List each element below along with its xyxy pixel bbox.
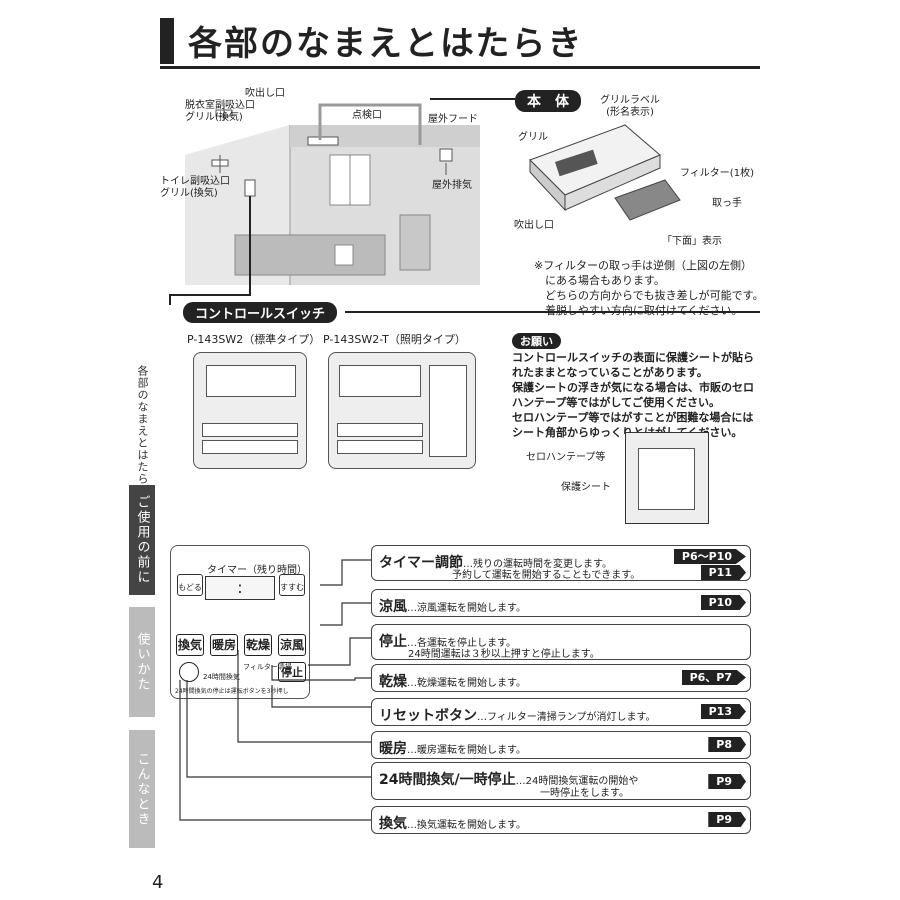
row-kanki-title: 換気	[379, 816, 407, 832]
modoru-button[interactable]: もどる	[177, 574, 203, 596]
title-bar-mark	[160, 18, 174, 64]
timer-display: :	[205, 576, 275, 600]
tab-before-use[interactable]: ご使用の前に	[129, 485, 155, 595]
label-handle: 取っ手	[712, 198, 742, 209]
row-reset: リセットボタン…フィルター清掃ランプが消灯します。 P13	[371, 698, 751, 726]
row-reset-title: リセットボタン	[379, 708, 477, 724]
control-panel: タイマー（残り時間） : もどる すすむ 換気 暖房 乾燥 涼風 停止 24時間…	[170, 545, 310, 699]
row-reset-desc: …フィルター清掃ランプが消灯します。	[477, 712, 656, 723]
label-grille: グリル	[518, 132, 548, 143]
row-kanso-desc: …乾燥運転を開始します。	[407, 678, 526, 689]
row-kanso-title: 乾燥	[379, 674, 407, 690]
row-reset-ref[interactable]: P13	[700, 704, 746, 719]
row-teishi-title: 停止	[379, 634, 407, 650]
row-teishi-desc2: 24時間運転は３秒以上押すと停止します。	[408, 649, 600, 660]
label-okugai-haiki: 屋外排気	[432, 180, 472, 191]
onegai-pill: お願い	[512, 333, 561, 349]
label-kamen: 「下面」表示	[662, 236, 722, 247]
label-body-fukidashi: 吹出し口	[514, 220, 554, 231]
side-label: 各部のなまえとはたらき	[136, 365, 149, 497]
row-teishi-desc: …各運転を停止します。	[407, 638, 516, 649]
row-kanki: 換気…換気運転を開始します。 P9	[371, 806, 751, 834]
control-switch-pill: コントロールスイッチ	[183, 302, 338, 323]
kanki-24-button[interactable]	[179, 662, 199, 682]
row-danbo-ref[interactable]: P8	[708, 737, 746, 752]
row-24h-desc2: 一時停止をします。	[540, 788, 629, 799]
row-ryofu-title: 涼風	[379, 599, 407, 615]
row-ryofu: 涼風…涼風運転を開始します。 P10	[371, 589, 751, 617]
body-unit-leader	[430, 98, 516, 100]
row-kanki-ref[interactable]: P9	[708, 812, 746, 827]
ryofu-button[interactable]: 涼風	[278, 634, 306, 656]
row-teishi: 停止…各運転を停止します。 24時間運転は３秒以上押すと停止します。	[371, 624, 751, 660]
label-tenken: 点検口	[352, 110, 382, 121]
label-filter: フィルター(1枚)	[680, 168, 754, 179]
row-24h: 24時間換気/一時停止…24時間換気運転の開始や 一時停止をします。 P9	[371, 762, 751, 800]
danbo-button[interactable]: 暖房	[210, 634, 238, 656]
model-lighting: P-143SW2-T（照明タイプ）	[323, 333, 466, 346]
row-timer-desc2: 予約して運転を開始することもできます。	[452, 570, 641, 581]
row-danbo-desc: …暖房運転を開始します。	[407, 745, 526, 756]
body-unit-pill: 本 体	[515, 90, 581, 112]
row-24h-desc: …24時間換気運転の開始や	[515, 776, 639, 787]
row-kanso-ref[interactable]: P6、P7	[681, 670, 746, 685]
label-tape: セロハンテープ等	[526, 452, 606, 463]
panel-lighting-thumb	[328, 352, 476, 469]
panel-footer: 24時間換気の停止は運転ボタンを3秒押し	[175, 688, 289, 695]
row-timer: タイマー調節…残りの運転時間を変更します。 予約して運転を開始することもできます…	[371, 545, 751, 581]
row-kanso: 乾燥…乾燥運転を開始します。 P6、P7	[371, 664, 751, 692]
kanki-button[interactable]: 換気	[176, 634, 204, 656]
row-timer-ref2[interactable]: P11	[700, 565, 746, 580]
panel-standard-thumb	[193, 352, 307, 469]
filter-soji-label: フィルター清掃	[243, 663, 292, 671]
kanso-button[interactable]: 乾燥	[244, 634, 272, 656]
tab-troubleshooting[interactable]: こんなとき	[129, 730, 155, 848]
house-illustration	[169, 103, 480, 305]
row-kanki-desc: …換気運転を開始します。	[407, 820, 526, 831]
row-ryofu-desc: …涼風運転を開始します。	[407, 603, 526, 614]
kanki-24-label: 24時間換気	[203, 673, 240, 681]
row-danbo: 暖房…暖房運転を開始します。 P8	[371, 731, 751, 759]
row-danbo-title: 暖房	[379, 741, 407, 757]
row-ryofu-ref[interactable]: P10	[700, 595, 746, 610]
label-fukidashi: 吹出し口	[245, 88, 285, 99]
label-sheet: 保護シート	[561, 482, 611, 493]
onegai-text: コントロールスイッチの表面に保護シートが貼ら れたままとなっていることがあります…	[512, 351, 754, 439]
susumu-button[interactable]: すすむ	[279, 574, 305, 596]
label-datsuishitsu: 脱衣室副吸込口 グリル(換気)	[185, 100, 255, 123]
model-standard: P-143SW2（標準タイプ）	[187, 333, 321, 346]
title-rule	[160, 66, 760, 69]
control-switch-rule	[345, 311, 760, 313]
row-timer-title: タイマー調節	[379, 555, 463, 571]
filter-note: ※フィルターの取っ手は逆側（上図の左側） にある場合もあります。 どちらの方向か…	[534, 259, 764, 317]
connector-lines	[179, 559, 371, 821]
label-toilet: トイレ副吸込口 グリル(換気)	[160, 176, 230, 199]
row-24h-title: 24時間換気/一時停止	[379, 772, 516, 788]
body-unit-illustration	[529, 124, 681, 221]
tab-how-to-use[interactable]: 使いかた	[129, 607, 155, 717]
label-grille-label: グリルラベル (形名表示)	[600, 95, 660, 118]
page-title: 各部のなまえとはたらき	[188, 24, 584, 64]
sheet-illustration	[625, 432, 709, 524]
row-timer-ref[interactable]: P6〜P10	[673, 549, 746, 564]
teishi-button[interactable]: 停止	[278, 662, 306, 682]
page-number: 4	[152, 872, 164, 893]
timer-label: タイマー（残り時間）	[207, 565, 307, 576]
row-timer-desc: …残りの運転時間を変更します。	[463, 559, 612, 570]
label-okugai-hood: 屋外フード	[428, 114, 478, 125]
row-24h-ref[interactable]: P9	[708, 774, 746, 789]
